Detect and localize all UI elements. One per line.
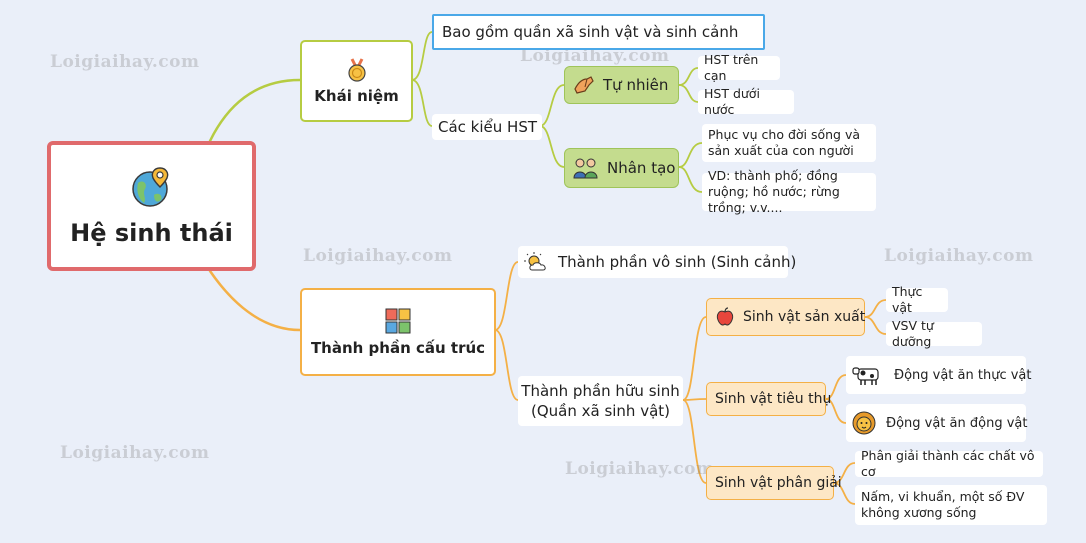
lion-icon [852, 411, 876, 435]
producer-item[interactable]: VSV tự dưỡng [886, 318, 982, 349]
watermark: Loigiaihay.com [50, 52, 200, 72]
biotic-label-line2: (Quần xã sinh vật) [530, 402, 671, 420]
producer-item[interactable]: Thực vật [886, 284, 948, 315]
herbivore-label: Động vật ăn thực vật [894, 367, 1032, 383]
types-label: Các kiểu HST [438, 118, 538, 136]
sun-cloud-icon [524, 252, 550, 272]
decomposer-item-text: Nấm, vi khuẩn, một số ĐV không xương sốn… [861, 489, 1025, 520]
decomposers-label: Sinh vật phân giải [715, 475, 842, 491]
natural-item[interactable]: HST trên cạn [698, 52, 780, 83]
artificial-item-text: Phục vụ cho đời sống và sản xuất của con… [708, 127, 861, 158]
artificial-item[interactable]: Phục vụ cho đời sống và sản xuất của con… [702, 124, 876, 162]
decomposer-item[interactable]: Phân giải thành các chất vô cơ [855, 448, 1043, 479]
puzzle-icon [384, 307, 412, 335]
carnivore-label: Động vật ăn động vật [886, 415, 1028, 431]
structure-title: Thành phần cấu trúc [310, 339, 486, 357]
abiotic-node[interactable]: Thành phần vô sinh (Sinh cảnh) [518, 246, 796, 278]
producer-item-text: VSV tự dưỡng [892, 318, 934, 349]
artificial-item-text: VD: thành phố; đồng ruộng; hồ nước; rừng… [708, 168, 840, 215]
people-icon [573, 157, 599, 179]
decomposer-item[interactable]: Nấm, vi khuẩn, một số ĐV không xương sốn… [855, 485, 1047, 525]
concept-title: Khái niệm [314, 87, 399, 105]
globe-pin-icon [130, 165, 174, 209]
root-node[interactable]: Hệ sinh thái [47, 141, 256, 271]
artificial-item[interactable]: VD: thành phố; đồng ruộng; hồ nước; rừng… [702, 168, 876, 215]
decomposer-item-text: Phân giải thành các chất vô cơ [861, 448, 1035, 479]
herbivore-node[interactable]: Động vật ăn thực vật [846, 356, 1032, 394]
structure-node[interactable]: Thành phần cấu trúc [300, 288, 496, 376]
types-node[interactable]: Các kiểu HST [432, 114, 542, 140]
definition-text: Bao gồm quần xã sinh vật và sinh cảnh [442, 23, 739, 41]
watermark: Loigiaihay.com [884, 246, 1034, 266]
consumers-node[interactable]: Sinh vật tiêu thụ [706, 382, 831, 416]
hand-icon [573, 75, 595, 95]
root-title: Hệ sinh thái [70, 219, 233, 247]
watermark: Loigiaihay.com [60, 443, 210, 463]
watermark: Loigiaihay.com [565, 459, 715, 479]
artificial-label: Nhân tạo [607, 159, 676, 177]
biotic-node[interactable]: Thành phần hữu sinh (Quần xã sinh vật) [518, 376, 683, 426]
carnivore-node[interactable]: Động vật ăn động vật [846, 404, 1028, 442]
natural-node[interactable]: Tự nhiên [564, 66, 679, 104]
abiotic-label: Thành phần vô sinh (Sinh cảnh) [558, 253, 797, 271]
apple-icon [715, 307, 735, 327]
natural-label: Tự nhiên [603, 76, 669, 94]
watermark: Loigiaihay.com [303, 246, 453, 266]
definition-node[interactable]: Bao gồm quần xã sinh vật và sinh cảnh [432, 14, 765, 50]
natural-item[interactable]: HST dưới nước [698, 86, 794, 117]
consumers-label: Sinh vật tiêu thụ [715, 391, 832, 407]
natural-item-text: HST trên cạn [704, 52, 759, 83]
producer-item-text: Thực vật [892, 284, 923, 315]
artificial-node[interactable]: Nhân tạo [564, 148, 679, 188]
biotic-label-line1: Thành phần hữu sinh [521, 382, 680, 400]
concept-node[interactable]: Khái niệm [300, 40, 413, 122]
producers-node[interactable]: Sinh vật sản xuất [706, 298, 865, 336]
producers-label: Sinh vật sản xuất [743, 309, 866, 325]
watermark: Loigiaihay.com [520, 46, 670, 66]
decomposers-node[interactable]: Sinh vật phân giải [706, 466, 842, 500]
medal-icon [344, 57, 370, 83]
natural-item-text: HST dưới nước [704, 86, 760, 117]
cow-icon [852, 364, 884, 386]
